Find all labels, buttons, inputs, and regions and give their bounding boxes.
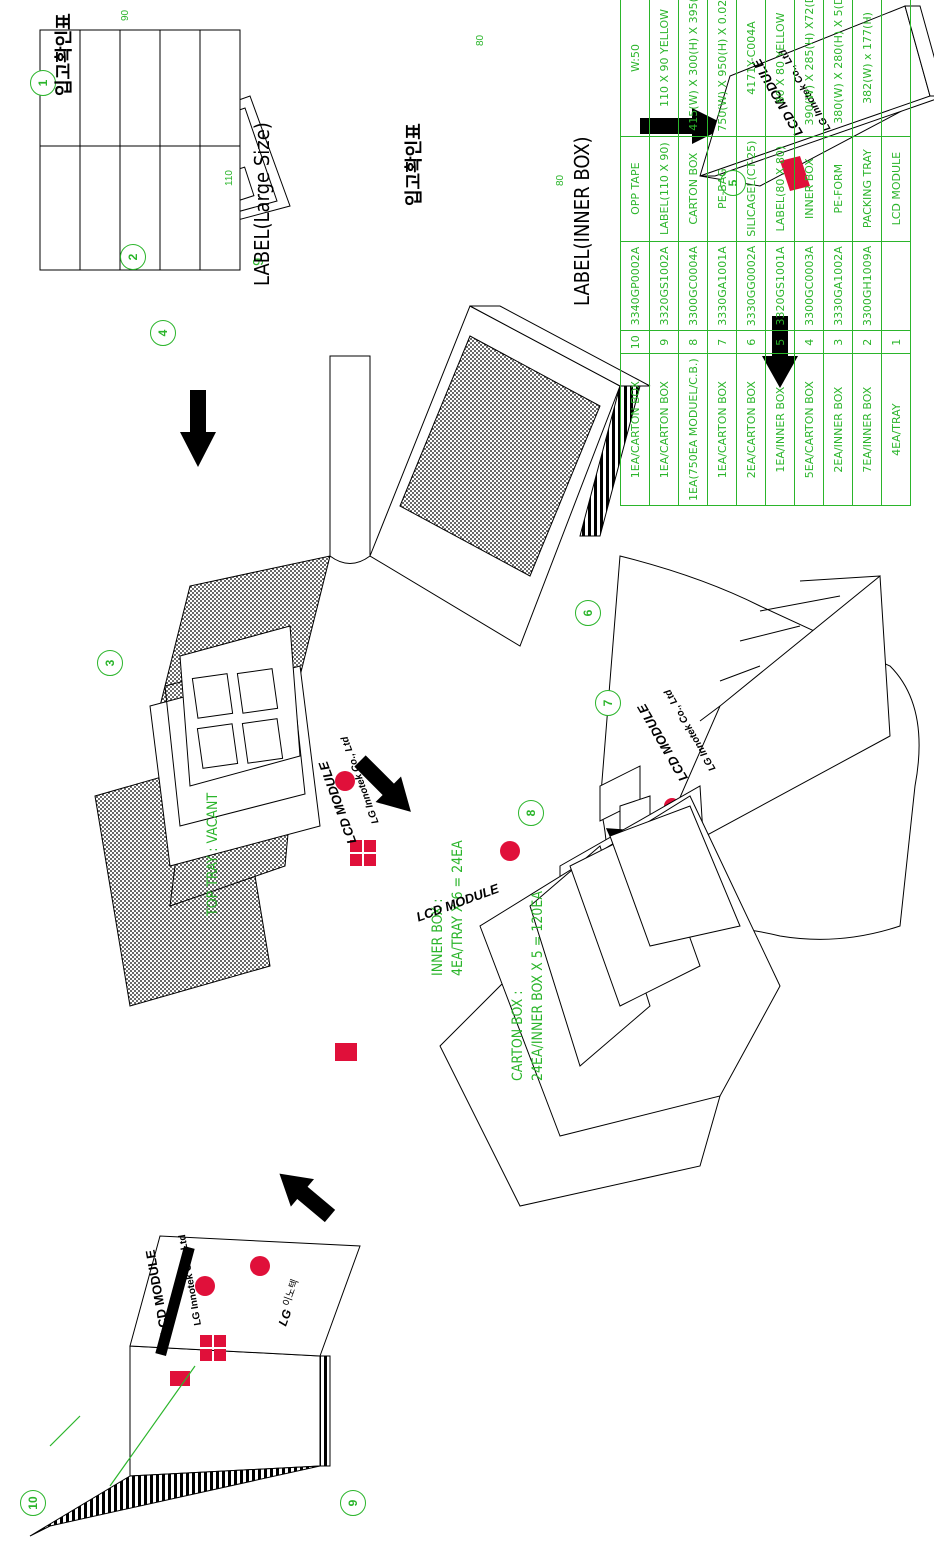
parts-table-cell: 110 X 90 YELLOW [650, 0, 679, 136]
step-10-marker: 10 [20, 1490, 46, 1516]
parts-table-cell: 3330GA1001A [708, 241, 737, 331]
parts-table-cell: 5 [766, 331, 795, 354]
step-8-marker: 8 [518, 800, 544, 826]
parts-table-cell: PE-FORM [824, 136, 853, 241]
parts-table-cell: 4EA/TRAY [882, 354, 911, 506]
parts-table-cell: 6 [737, 331, 766, 354]
step-6-marker: 6 [575, 600, 601, 626]
parts-table-cell: 4 [795, 331, 824, 354]
parts-table-cell: SILICAGEL(CT-25) [737, 136, 766, 241]
label-large-caption: LABEL(Large Size) [250, 122, 274, 286]
parts-table-cell: 7EA/INNER BOX [853, 354, 882, 506]
parts-table-cell: 2EA/INNER BOX [824, 354, 853, 506]
parts-table-cell: 80 X 80 YELLOW [766, 0, 795, 136]
parts-table-cell: 1EA/CARTON BOX [650, 354, 679, 506]
parts-table-cell: 10 [621, 331, 650, 354]
parts-table-cell: 1 [882, 331, 911, 354]
parts-table-cell: LABEL(110 X 90) [650, 136, 679, 241]
parts-table-cell: 380(W) X 280(H) X 5(D) [824, 0, 853, 136]
parts-table-cell: 3320GS1002A [650, 241, 679, 331]
parts-table-cell: LABEL(80 X 80) [766, 136, 795, 241]
label-large-dim-w: 90 [120, 10, 131, 21]
parts-table-cell: 2 [853, 331, 882, 354]
step-9-marker: 9 [340, 1490, 366, 1516]
parts-table-cell: 3330GG0002A [737, 241, 766, 331]
parts-table-cell: 390(W) X 285(H) X72(D) [795, 0, 824, 136]
step-7-marker: 7 [595, 690, 621, 716]
parts-table-cell: 382(W) x 177(H) [853, 0, 882, 136]
step-4-inner-box-open-drawing [330, 306, 650, 646]
arrow-tray-to-stack [180, 390, 216, 467]
label-large-dim-h: 110 [224, 170, 235, 186]
parts-table-cell: 3300GC0004A [679, 241, 708, 331]
parts-table-cell [882, 0, 911, 136]
label-inner-dim-w: 80 [475, 35, 486, 46]
parts-table-cell: 3300GC0003A [795, 241, 824, 331]
parts-table-cell: 415(W) X 300(H) X 395(D) [679, 0, 708, 136]
parts-table-cell: 8 [679, 331, 708, 354]
carton-box-title: CARTON BOX : [510, 991, 526, 1081]
parts-table-cell: 5EA/CARTON BOX [795, 354, 824, 506]
parts-table-cell: 1EA/INNER BOX [766, 354, 795, 506]
parts-table-cell: LCD MODULE [882, 136, 911, 241]
arrow-carton-to-sealed [268, 1160, 342, 1230]
parts-table-cell: PACKING TRAY [853, 136, 882, 241]
label-inner-dim-h: 80 [555, 175, 566, 186]
step-3-tray-stack-drawing [95, 556, 330, 1006]
parts-table-cell: 1EA/CARTON BOX [708, 354, 737, 506]
step-2-marker: 2 [120, 244, 146, 270]
parts-table-cell: 7 [708, 331, 737, 354]
parts-table-cell: 3340GP0002A [621, 241, 650, 331]
parts-table-cell: PE-BAG [708, 136, 737, 241]
parts-table-cell: 4171Y-C004A [737, 0, 766, 136]
label-inner-title: 입고확인표 [400, 123, 426, 206]
parts-table-cell: 3 [824, 331, 853, 354]
parts-table-cell: 3320GS1001A [766, 241, 795, 331]
parts-table-cell: 9 [650, 331, 679, 354]
top-tray-annotation: TOP TRAY : VACANT [205, 793, 221, 916]
step-4-marker: 4 [150, 320, 176, 346]
label-inner-caption: LABEL(INNER BOX) [570, 136, 594, 306]
parts-table-cell: 3330GA1002A [824, 241, 853, 331]
parts-table-cell: 1EA/CARTON BOX [621, 354, 650, 506]
carton-box-calc: 24EA/INNER BOX X 5 = 120EA [530, 891, 546, 1081]
parts-table-cell: INNER BOX [795, 136, 824, 241]
parts-table-cell: 2EA/CARTON BOX [737, 354, 766, 506]
parts-table-cell: OPP TAPE [621, 136, 650, 241]
step-3-marker: 3 [97, 650, 123, 676]
parts-table-cell: CARTON BOX [679, 136, 708, 241]
parts-table-cell: W:50 [621, 0, 650, 136]
label-large-title: 입고확인표 [50, 13, 76, 96]
parts-table-cell: 750(W) X 950(H) X 0.02(T) [708, 0, 737, 136]
parts-table-cell: 3300GH1009A [853, 241, 882, 331]
parts-table-cell [882, 241, 911, 331]
parts-table-cell: 1EA(750EA MODUEL/C.B.) [679, 354, 708, 506]
